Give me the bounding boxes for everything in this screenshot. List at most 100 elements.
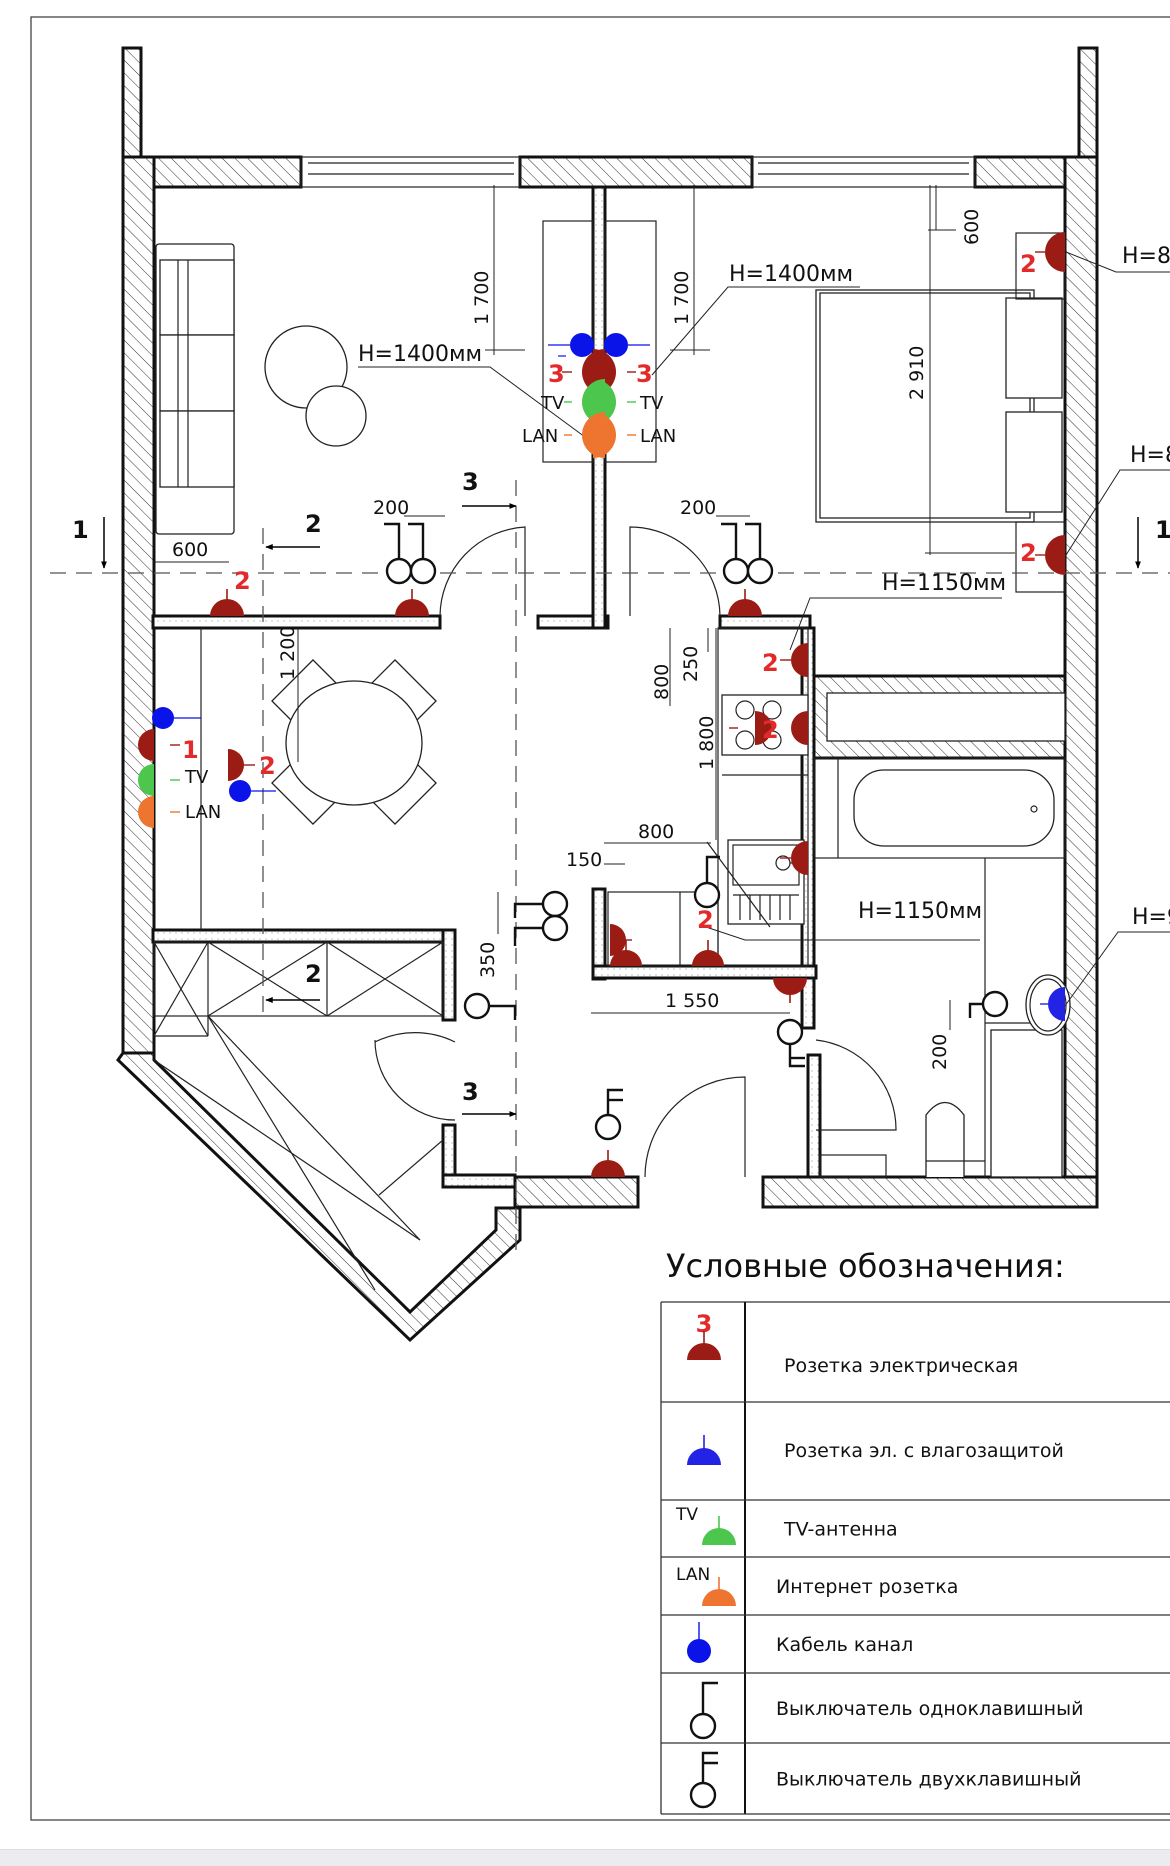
socket-corridor-kitchen [773, 978, 807, 1003]
switch-double-entrance [594, 1088, 623, 1141]
drawing-frame [30, 16, 1170, 1821]
doors [374, 526, 897, 1178]
switch-single-bathroom-lever-0 [968, 1002, 983, 1018]
switch-double-bedroom-a-circle [722, 557, 750, 585]
socket-count-living-wall: 2 [234, 567, 251, 595]
socket-kitchen-stove-left-shape [755, 711, 772, 745]
switch-double-bedroom-b [745, 522, 774, 585]
switch-double-bedroom-a-lever-0 [721, 522, 738, 559]
window-living [300, 156, 521, 188]
legend-row: Кабель канал [687, 1622, 913, 1663]
dim-kitchen-counter-800: 800 [638, 821, 674, 843]
switch-double-corridor-b-lever-0 [513, 926, 543, 946]
cable-channel-dining [152, 707, 174, 729]
socket-dining-wall-shape [138, 729, 154, 761]
switch-single-kitchen-circle [693, 881, 721, 909]
wardrobe [153, 941, 444, 1291]
socket-count-living-tv: 3 [548, 360, 565, 388]
section-mark-3-top: 3 [462, 468, 479, 496]
socket-kitchen-upper [791, 643, 808, 677]
height-label-bedroom-tv: H=1400мм [729, 262, 853, 287]
legend-label: TV-антенна [783, 1519, 898, 1541]
socket-kitchen-stove-right [791, 711, 808, 745]
switch-double-entrance-circle [594, 1113, 622, 1141]
socket-bedroom-door [728, 589, 762, 616]
tv-label-living: TV [540, 393, 565, 414]
legend-switch-double-icon [689, 1751, 718, 1809]
height-label-bedroom-socket-bottom: H=8 [1130, 443, 1170, 468]
socket-count-bedroom-bottom: 2 [1020, 539, 1037, 567]
dim-kitchen-250: 250 [680, 646, 702, 682]
legend-row: Розетка эл. с влагозащитой [687, 1435, 1064, 1465]
lan-outlet-dining [138, 796, 154, 828]
dim-dining-offset: 1 200 [277, 626, 299, 680]
section-lines [50, 480, 1170, 1250]
switch-double-corridor-a [513, 890, 569, 918]
legend-socket-count: 3 [696, 1310, 713, 1338]
socket-kitchen-sink-shape [791, 841, 808, 875]
legend-label: Выключатель двухклавишный [776, 1769, 1081, 1791]
switch-double-bedroom-a [721, 522, 750, 585]
dim-kitchen-counter-150: 150 [566, 849, 602, 871]
switch-double-kitchen-entry [776, 1018, 805, 1068]
legend-lan-icon [702, 1577, 736, 1606]
socket-kitchen-sink [791, 841, 808, 875]
socket-wet-bathroom-shape [1048, 987, 1065, 1021]
socket-bedroom-top [1045, 232, 1065, 272]
section-mark-3-bottom: 3 [462, 1078, 479, 1106]
lan-outlet-dining-shape [138, 796, 154, 828]
switch-double-living-b-lever-0 [408, 522, 425, 559]
dim-living-socket-offset: 600 [172, 539, 208, 561]
walls [116, 46, 1099, 1343]
height-label-bedroom-socket-top: H=8( [1122, 244, 1170, 269]
socket-living-wall-2 [395, 589, 429, 616]
height-label-bathroom: H=9 [1132, 905, 1170, 930]
switch-double-corridor-b [513, 914, 569, 946]
switch-single-wardrobe [463, 992, 517, 1020]
legend-label: Розетка электрическая [784, 1355, 1018, 1377]
dim-bedroom-switch-offset: 200 [680, 497, 716, 519]
lan-outlet-bedroom [582, 412, 605, 458]
legend-switch-single-circle [689, 1712, 717, 1740]
legend-switch-double-lever [701, 1751, 718, 1783]
socket-entrance [591, 1150, 625, 1177]
legend-switch-single-icon [689, 1681, 718, 1740]
switch-double-living-a [384, 522, 413, 585]
dim-corridor-350: 350 [477, 942, 499, 978]
socket-living-wall-1 [210, 589, 244, 616]
legend-switch-double-circle [689, 1781, 717, 1809]
switch-single-wardrobe-lever-0 [489, 1004, 517, 1020]
section-mark-2-corridor: 2 [305, 960, 322, 988]
socket-bedroom-bottom [1045, 535, 1065, 575]
socket-dining-table [228, 749, 244, 781]
bed [815, 232, 1066, 593]
dim-living-tv-height: 1 700 [471, 271, 493, 325]
switch-double-kitchen-entry-circle [776, 1018, 804, 1046]
tv-outlet-dining-shape [138, 764, 154, 796]
window-bedroom [751, 156, 976, 188]
socket-dining-wall [138, 729, 154, 761]
socket-count-dining-wall: 1 [182, 736, 199, 764]
dim-kitchen-1800: 1 800 [696, 716, 718, 770]
dining-table [271, 659, 437, 825]
socket-kitchen-upper-shape [791, 643, 808, 677]
switch-double-living-b-circle [409, 557, 437, 585]
switch-double-living-a-lever-0 [384, 522, 401, 559]
legend-row: Выключатель двухклавишный [689, 1751, 1081, 1809]
switch-double-bedroom-b-circle [746, 557, 774, 585]
legend-tv-icon [702, 1516, 736, 1545]
dim-bath-200: 200 [929, 1034, 951, 1070]
bathroom [813, 757, 1071, 1178]
lan-label-bedroom: LAN [640, 426, 676, 447]
switch-double-corridor-b-circle [541, 914, 569, 942]
dim-kitchen-800: 800 [651, 664, 673, 700]
socket-kitchen-stove-left [755, 711, 772, 745]
switch-double-bedroom-b-lever-0 [745, 522, 762, 559]
legend-label: Выключатель одноклавишный [776, 1698, 1083, 1720]
legend-label: Кабель канал [776, 1634, 913, 1656]
sofa [155, 243, 235, 535]
dim-bedroom-socket-offset: 600 [961, 209, 983, 245]
